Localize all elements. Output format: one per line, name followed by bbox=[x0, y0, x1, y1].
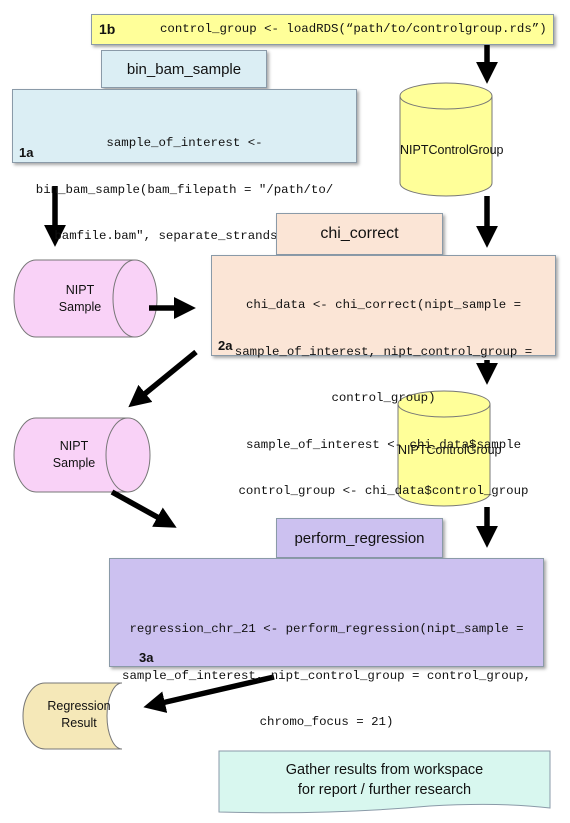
arrow-3a-to-result bbox=[143, 674, 275, 713]
step-3a-tag: 3a bbox=[139, 650, 154, 665]
step-1b-box: 1b control_group <- loadRDS(“path/to/con… bbox=[91, 14, 554, 45]
step-1b-tag: 1b bbox=[99, 21, 116, 37]
step-1a-code-line: sample_of_interest <- bbox=[106, 136, 263, 150]
step-1a-code: sample_of_interest <- bin_bam_sample(bam… bbox=[13, 105, 356, 276]
step-2a-title: chi_correct bbox=[276, 213, 443, 255]
control-group-db-2-label: NIPTControlGroup bbox=[398, 443, 502, 457]
gather-note-text: Gather results from workspace for report… bbox=[219, 760, 550, 800]
nipt-sample-1-line2: Sample bbox=[58, 300, 102, 314]
nipt-sample-1-line1: NIPT bbox=[65, 283, 95, 297]
step-2a-code-line: chi_data <- chi_correct(nipt_sample = bbox=[245, 298, 522, 312]
step-3a-title: perform_regression bbox=[276, 518, 443, 558]
nipt-sample-1-shape bbox=[13, 259, 158, 338]
step-2a-box: chi_data <- chi_correct(nipt_sample = sa… bbox=[211, 255, 556, 498]
step-3a-code-line: chromo_focus = 21) bbox=[259, 715, 394, 729]
arrow-2a-to-sample2 bbox=[128, 349, 198, 408]
step-2a-code-line: sample_of_interest, nipt_control_group = bbox=[234, 344, 533, 359]
step-1a-tag: 1a bbox=[19, 145, 34, 160]
control-group-db-1-label: NIPTControlGroup bbox=[400, 143, 504, 157]
step-2a-code-line: control_group) bbox=[331, 391, 436, 405]
nipt-sample-2-line2: Sample bbox=[52, 456, 96, 470]
step-3a-box: regression_chr_21 <- perform_regression(… bbox=[109, 558, 544, 729]
gather-note-line1: Gather results from workspace bbox=[285, 762, 484, 778]
nipt-sample-2-line1: NIPT bbox=[59, 439, 89, 453]
nipt-sample-1-label: NIPT Sample bbox=[30, 282, 130, 316]
step-3a-code-line: regression_chr_21 <- perform_regression(… bbox=[129, 622, 524, 636]
regression-result-shape bbox=[22, 682, 123, 750]
step-3a-code-line: sample_of_interest, nipt_control_group =… bbox=[122, 668, 531, 683]
step-3a-code: regression_chr_21 <- perform_regression(… bbox=[110, 591, 543, 762]
regression-result-label: Regression Result bbox=[36, 698, 122, 732]
step-2a-code: chi_data <- chi_correct(nipt_sample = sa… bbox=[212, 267, 555, 531]
gather-note-line2: for report / further research bbox=[297, 782, 472, 798]
step-1b-code: control_group <- loadRDS(“path/to/contro… bbox=[160, 22, 547, 36]
step-2a-code-line: sample_of_interest <- chi_data$sample bbox=[245, 437, 522, 452]
step-1a-code-line: bin_bam_sample(bam_filepath = "/path/to/ bbox=[35, 182, 334, 197]
arrows bbox=[44, 44, 498, 713]
step-1a-box: sample_of_interest <- bin_bam_sample(bam… bbox=[12, 89, 357, 243]
nipt-sample-2-label: NIPT Sample bbox=[24, 438, 124, 472]
regression-result-line2: Result bbox=[61, 716, 97, 730]
regression-result-line1: Regression bbox=[47, 699, 111, 713]
control-group-db-2-shape bbox=[397, 390, 491, 507]
control-group-db-1-shape bbox=[399, 82, 493, 197]
step-2a-tag: 2a bbox=[218, 338, 233, 353]
nipt-sample-2-shape bbox=[13, 417, 151, 493]
step-2a-code-line: control_group <- chi_data$control_group bbox=[238, 484, 529, 498]
step-1a-title: bin_bam_sample bbox=[101, 50, 267, 88]
arrow-sample2-to-3a bbox=[110, 489, 177, 528]
gather-note-shape bbox=[218, 750, 551, 814]
